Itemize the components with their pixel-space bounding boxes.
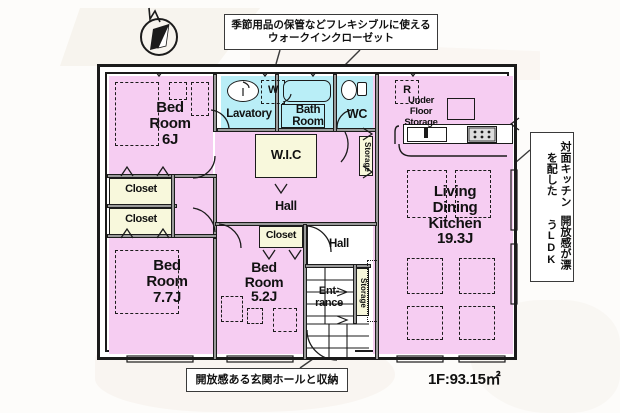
furniture-outline	[459, 258, 495, 294]
kitchen-sink-icon	[407, 127, 447, 142]
label-hall-main: Hall	[275, 199, 297, 213]
room-closet-top	[109, 178, 173, 206]
label-line: Living	[433, 183, 477, 200]
furniture-outline	[407, 306, 443, 340]
room-bedroom-77j	[109, 238, 213, 354]
washer-label: W	[267, 84, 279, 96]
label-wic: W.I.C	[270, 147, 302, 162]
label-under-floor-storage: Under Floor Storage	[395, 95, 447, 129]
callout-ldk-col2: 開放感が漂うLDK	[545, 214, 571, 270]
label-line: Kitchen	[428, 214, 482, 232]
label-bedroom-6j: Bed Room 6J	[131, 100, 209, 147]
furniture-outline	[115, 250, 179, 314]
label-line: Bed	[156, 99, 184, 116]
furniture-outline	[221, 296, 243, 322]
label-line: 19.3J	[436, 230, 474, 248]
wall-vertical	[171, 174, 175, 238]
label-closet-bed52: Closet	[265, 229, 297, 241]
wall-horizontal	[107, 234, 217, 238]
label-line: Under	[408, 95, 434, 106]
furniture-outline	[115, 82, 159, 146]
furniture-outline	[169, 82, 187, 100]
callout-ldk-col1: 対面キッチンを配した	[545, 141, 571, 208]
label-ldk: Living Dining Kitchen 19.3J	[403, 184, 507, 247]
room-closet-gap	[173, 176, 213, 238]
label-line: Room	[244, 273, 284, 290]
wall-vertical	[333, 74, 337, 132]
bathtub-icon	[283, 80, 331, 102]
label-line: Ent-	[318, 285, 340, 297]
refrigerator-label: R	[403, 84, 411, 96]
label-bedroom-52j: Bed Room 5.2J	[227, 260, 301, 304]
furniture-outline	[407, 258, 443, 294]
label-line: Bath	[295, 104, 321, 116]
furniture-outline	[455, 170, 491, 218]
callout-wic-line2: ウォークインクローゼット	[268, 32, 394, 45]
label-storage-hall: Storage	[363, 142, 372, 172]
room-entrance	[307, 268, 355, 354]
sink-icon	[227, 80, 259, 102]
wall-horizontal	[215, 222, 377, 226]
toilet-tank-icon	[357, 82, 367, 96]
refrigerator-icon	[395, 80, 419, 104]
wall-vertical	[213, 238, 217, 360]
label-line: Bed	[153, 257, 181, 274]
wall-horizontal	[305, 264, 371, 268]
wall-horizontal	[107, 204, 177, 208]
label-line: 5.2J	[250, 288, 278, 305]
furniture-outline	[367, 260, 379, 322]
furniture-outline	[459, 306, 495, 340]
callout-wic-line1: 季節用品の保管などフレキシブルに使える	[231, 19, 431, 31]
bathroom-floor-outline	[281, 104, 325, 128]
room-closet-bed52	[259, 226, 303, 248]
room-wic	[255, 134, 317, 178]
label-storage-entry: Storage	[359, 278, 368, 308]
furniture-outline	[407, 170, 447, 218]
label-hall-entry: Hall	[329, 238, 349, 250]
toilet-icon	[341, 80, 357, 100]
label-line: Dining	[432, 198, 478, 216]
label-line: 6J	[161, 130, 179, 148]
label-line: Room	[292, 116, 324, 129]
wall-vertical	[375, 74, 379, 360]
callout-entrance-text: 開放感ある玄関ホールと収納	[195, 374, 339, 386]
wall-horizontal	[217, 128, 379, 132]
label-wc: WC	[346, 107, 368, 121]
floor-plan-interior: W R	[105, 72, 520, 363]
compass-icon	[140, 18, 178, 56]
label-bathroom: Bath Room	[279, 104, 337, 128]
label-line: Storage	[404, 116, 438, 128]
label-line: Floor	[409, 105, 433, 117]
furniture-outline	[273, 308, 297, 332]
under-floor-storage-box	[447, 98, 475, 120]
label-line: Bed	[251, 259, 277, 275]
wall-vertical	[303, 224, 307, 360]
floor-area-label: 1F:93.15㎡	[428, 371, 501, 388]
label-line: 7.7J	[153, 288, 181, 306]
wall-horizontal	[107, 174, 217, 178]
label-bedroom-77j: Bed Room 7.7J	[127, 258, 207, 305]
furniture-outline	[247, 308, 263, 324]
floor-plan-frame: W R	[97, 64, 520, 363]
label-closet-top: Closet	[125, 183, 157, 195]
label-line: rance	[315, 296, 343, 309]
label-closet-mid: Closet	[125, 213, 157, 225]
wall-vertical	[213, 74, 217, 132]
callout-ldk: 対面キッチンを配した 開放感が漂うLDK	[530, 132, 574, 282]
furniture-outline	[191, 82, 209, 116]
kitchen-stove-icon	[467, 126, 497, 143]
wall-vertical	[213, 174, 217, 238]
label-lavatory: Lavatory	[226, 108, 272, 120]
label-line: Room	[149, 114, 191, 132]
label-line: Room	[146, 272, 188, 290]
callout-entrance: 開放感ある玄関ホールと収納	[186, 368, 348, 392]
room-ldk	[373, 76, 513, 354]
callout-wic: 季節用品の保管などフレキシブルに使える ウォークインクローゼット	[224, 14, 438, 50]
label-entrance: Ent- rance	[305, 285, 353, 309]
